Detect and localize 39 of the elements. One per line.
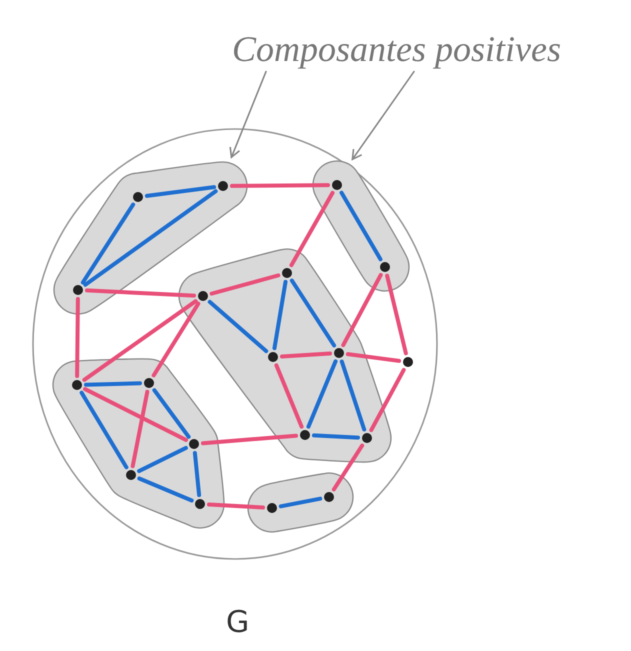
graph-edge bbox=[137, 446, 188, 474]
graph-label: G bbox=[226, 608, 250, 638]
leader-arrow bbox=[229, 70, 267, 158]
graph-edge bbox=[192, 450, 202, 498]
graph-edge bbox=[312, 433, 360, 440]
graph-edge bbox=[210, 273, 280, 296]
graph-edge bbox=[290, 278, 336, 348]
graph-edge bbox=[80, 202, 136, 284]
graph-edge bbox=[206, 502, 266, 510]
graph-edge bbox=[75, 297, 80, 378]
graph-edge bbox=[306, 359, 338, 429]
graph-edge bbox=[278, 496, 322, 508]
graph-edge bbox=[152, 388, 191, 439]
graph-edge bbox=[340, 360, 366, 432]
graph-edge bbox=[137, 476, 194, 503]
graph-edge bbox=[85, 288, 196, 298]
graph-edge bbox=[280, 352, 332, 358]
graph-edge bbox=[289, 190, 335, 268]
leader-arrow bbox=[352, 70, 415, 160]
graph-edge bbox=[130, 390, 150, 468]
graph-edge bbox=[200, 434, 298, 446]
graph-edge bbox=[152, 302, 200, 378]
graph-edge bbox=[274, 363, 304, 429]
annotation-text: Composantes positives bbox=[232, 29, 561, 69]
graph-edge bbox=[385, 274, 408, 356]
graph-edge bbox=[230, 183, 330, 188]
graph-edge bbox=[340, 190, 382, 262]
graph-edge bbox=[80, 390, 128, 470]
graph-edge bbox=[332, 444, 364, 492]
graph-edge bbox=[208, 300, 268, 354]
graph-edge bbox=[144, 185, 216, 198]
graph-edge bbox=[272, 280, 288, 350]
graph-edge bbox=[369, 368, 406, 432]
graph-edge bbox=[341, 272, 383, 348]
graph-edge bbox=[84, 381, 142, 387]
graph-edge bbox=[83, 387, 188, 442]
graph-edge bbox=[82, 299, 198, 382]
graph-edge bbox=[346, 352, 402, 363]
graph-edge bbox=[83, 189, 218, 287]
